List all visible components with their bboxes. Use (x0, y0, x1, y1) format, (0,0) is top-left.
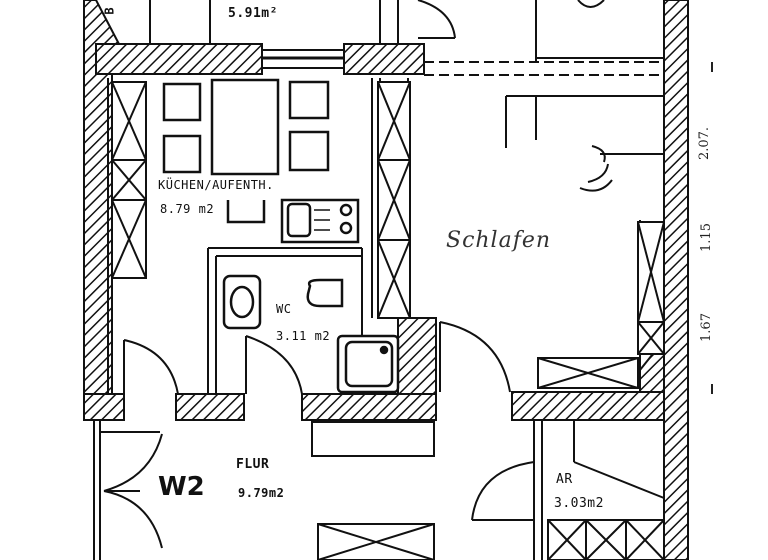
dining-table (210, 78, 280, 176)
toilet (306, 278, 344, 308)
wall-left-stub (83, 393, 125, 421)
door-entrance-upper (103, 433, 163, 492)
chair-4 (288, 130, 330, 172)
room-name-bedroom: Schlafen (446, 228, 552, 253)
closets (111, 81, 665, 560)
chair-1 (162, 82, 202, 122)
wall-shower-column (397, 317, 437, 395)
chair-2 (162, 134, 202, 174)
door-bedroom (439, 321, 511, 393)
dimension-bottom: 1.67 (698, 313, 714, 342)
closet-flur (317, 523, 435, 560)
wall-top-right (343, 43, 425, 75)
door-entrance-lower (103, 490, 163, 549)
wall-flur-mid (301, 393, 437, 421)
dimension-top: 2.07. (697, 126, 713, 161)
closet-kitchen-left (111, 81, 147, 279)
kitchen-furniture (162, 78, 360, 244)
wall-right-outer (663, 0, 689, 560)
wall-top (95, 43, 263, 75)
wall-flur-left (175, 393, 245, 421)
room-area-kitchen: 8.79 m2 (160, 202, 215, 216)
doors (103, 321, 535, 549)
light-fixture-icon (577, 0, 613, 192)
chair-3 (288, 80, 330, 120)
walls (83, 0, 689, 560)
closet-bedroom-bottom (537, 357, 639, 389)
room-name-wc: WC (276, 302, 292, 316)
door-kitchen (123, 339, 179, 395)
unit-label: W2 (158, 472, 205, 502)
door-wc (245, 335, 303, 395)
wc-fixtures (222, 274, 400, 394)
room-name-kitchen: KÜCHEN/AUFENTH. (158, 178, 274, 192)
door-ar (471, 461, 535, 521)
room-area-top: 5.91m² (228, 6, 278, 21)
room-area-hallway: 9.79m2 (238, 486, 285, 500)
closet-kitchen-right (377, 81, 411, 319)
dimension-mid: 1.15 (698, 223, 714, 252)
wall-flur-right (511, 391, 665, 421)
closet-bedroom-right (637, 221, 665, 355)
kitchen-sink (226, 200, 266, 224)
room-name-storage: AR (556, 472, 573, 487)
closet-ar (547, 519, 665, 560)
room-area-wc: 3.11 m2 (276, 329, 331, 343)
room-area-storage: 3.03m2 (554, 496, 604, 511)
room-name-hallway: FLUR (236, 457, 270, 472)
top-left-fragment: B (102, 7, 117, 15)
